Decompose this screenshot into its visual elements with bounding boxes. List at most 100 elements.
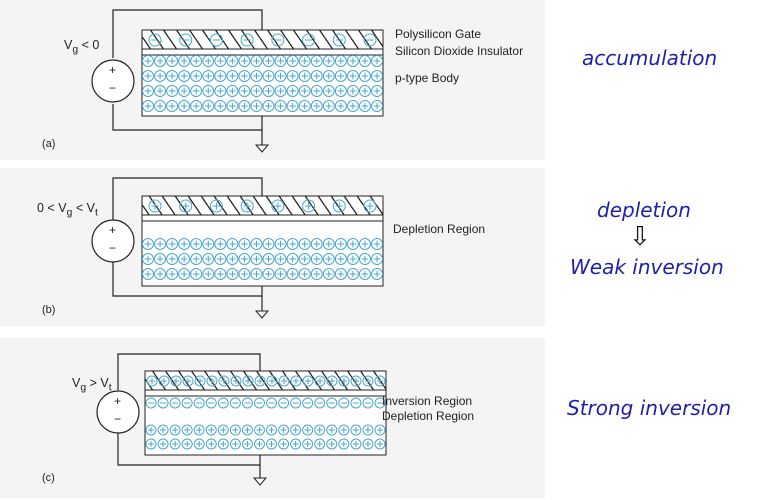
negative-charge bbox=[302, 397, 314, 409]
positive-charge bbox=[142, 268, 154, 280]
negative-charge bbox=[169, 397, 181, 409]
polysilicon-gate bbox=[141, 195, 384, 216]
positive-charge bbox=[286, 70, 299, 82]
positive-charge bbox=[298, 268, 311, 280]
positive-charge bbox=[274, 85, 287, 97]
positive-charge bbox=[310, 238, 323, 250]
p-type-body bbox=[144, 395, 387, 456]
positive-charge bbox=[338, 375, 350, 387]
positive-charge bbox=[178, 253, 191, 265]
positive-charge bbox=[286, 55, 299, 67]
voltage-source bbox=[91, 219, 135, 263]
positive-charge bbox=[166, 100, 179, 112]
positive-charge bbox=[262, 55, 275, 67]
positive-charge bbox=[362, 438, 374, 450]
body-positive-charges bbox=[142, 238, 383, 280]
positive-charge bbox=[145, 438, 157, 450]
positive-charge bbox=[262, 253, 275, 265]
panel-c-tag: (c) bbox=[42, 472, 55, 484]
positive-charge bbox=[209, 199, 223, 213]
negative-charge bbox=[278, 397, 290, 409]
positive-charge bbox=[170, 375, 182, 387]
positive-charge bbox=[190, 238, 203, 250]
positive-charge bbox=[214, 238, 227, 250]
negative-charge bbox=[181, 397, 193, 409]
positive-charge bbox=[250, 70, 263, 82]
negative-charge bbox=[326, 397, 338, 409]
negative-charge bbox=[338, 397, 350, 409]
positive-charge bbox=[350, 375, 362, 387]
positive-charge bbox=[346, 268, 359, 280]
positive-charge bbox=[142, 100, 154, 112]
positive-charge bbox=[166, 70, 179, 82]
positive-charge bbox=[226, 253, 239, 265]
negative-charge bbox=[302, 33, 316, 47]
positive-charge bbox=[358, 268, 371, 280]
positive-charge bbox=[338, 438, 350, 450]
positive-charge bbox=[278, 424, 290, 436]
positive-charge bbox=[278, 438, 290, 450]
positive-charge bbox=[358, 253, 371, 265]
positive-charge bbox=[250, 268, 263, 280]
positive-charge bbox=[202, 253, 215, 265]
positive-charge bbox=[274, 268, 287, 280]
positive-charge bbox=[202, 85, 215, 97]
positive-charge bbox=[205, 438, 217, 450]
negative-charge bbox=[241, 397, 253, 409]
voltage-source bbox=[91, 59, 135, 103]
positive-charge bbox=[169, 424, 181, 436]
depletion-region-label: Depletion Region bbox=[393, 222, 486, 236]
positive-charge bbox=[178, 238, 191, 250]
panel-b: + − 0 < Vg < Vt Depletion Region (b) bbox=[0, 168, 560, 328]
positive-charge bbox=[142, 238, 154, 250]
positive-charge bbox=[286, 85, 299, 97]
positive-charge bbox=[157, 424, 169, 436]
positive-charge bbox=[202, 55, 215, 67]
positive-charge bbox=[346, 55, 359, 67]
positive-charge bbox=[274, 100, 287, 112]
state-strong-inversion: Strong inversion bbox=[567, 396, 732, 420]
positive-charge bbox=[182, 375, 194, 387]
positive-charge bbox=[238, 70, 251, 82]
positive-charge bbox=[346, 238, 359, 250]
positive-charge bbox=[346, 253, 359, 265]
polysilicon-gate bbox=[141, 29, 384, 50]
positive-charge bbox=[346, 70, 359, 82]
positive-charge bbox=[229, 438, 241, 450]
positive-charge bbox=[371, 238, 383, 250]
positive-charge bbox=[190, 85, 203, 97]
positive-charge bbox=[193, 438, 205, 450]
positive-charge bbox=[314, 375, 326, 387]
positive-charge bbox=[238, 253, 251, 265]
negative-charge bbox=[157, 397, 169, 409]
panel-a-gate-wire bbox=[112, 9, 263, 58]
positive-charge bbox=[214, 70, 227, 82]
positive-charge bbox=[298, 70, 311, 82]
positive-charge bbox=[190, 268, 203, 280]
negative-charge bbox=[350, 397, 362, 409]
positive-charge bbox=[310, 268, 323, 280]
positive-charge bbox=[238, 100, 251, 112]
positive-charge bbox=[178, 268, 191, 280]
panel-a: + − Vg < 0 Polysilicon Gate Silicon Diox… bbox=[0, 0, 560, 160]
positive-charge bbox=[202, 238, 215, 250]
positive-charge bbox=[334, 253, 347, 265]
positive-charge bbox=[286, 268, 299, 280]
negative-charge bbox=[217, 397, 229, 409]
negative-charge bbox=[179, 33, 193, 47]
positive-charge bbox=[362, 375, 374, 387]
positive-charge bbox=[145, 424, 157, 436]
panel-c-diagram bbox=[0, 338, 545, 498]
positive-charge bbox=[310, 70, 323, 82]
positive-charge bbox=[250, 100, 263, 112]
positive-charge bbox=[253, 438, 265, 450]
positive-charge bbox=[190, 100, 203, 112]
negative-charge bbox=[193, 397, 205, 409]
positive-charge bbox=[326, 424, 338, 436]
positive-charge bbox=[286, 238, 299, 250]
positive-charge bbox=[271, 199, 285, 213]
panel-a-diagram bbox=[0, 0, 545, 160]
body-positive-charges bbox=[145, 424, 386, 450]
positive-charge bbox=[326, 375, 338, 387]
positive-charge bbox=[290, 424, 302, 436]
